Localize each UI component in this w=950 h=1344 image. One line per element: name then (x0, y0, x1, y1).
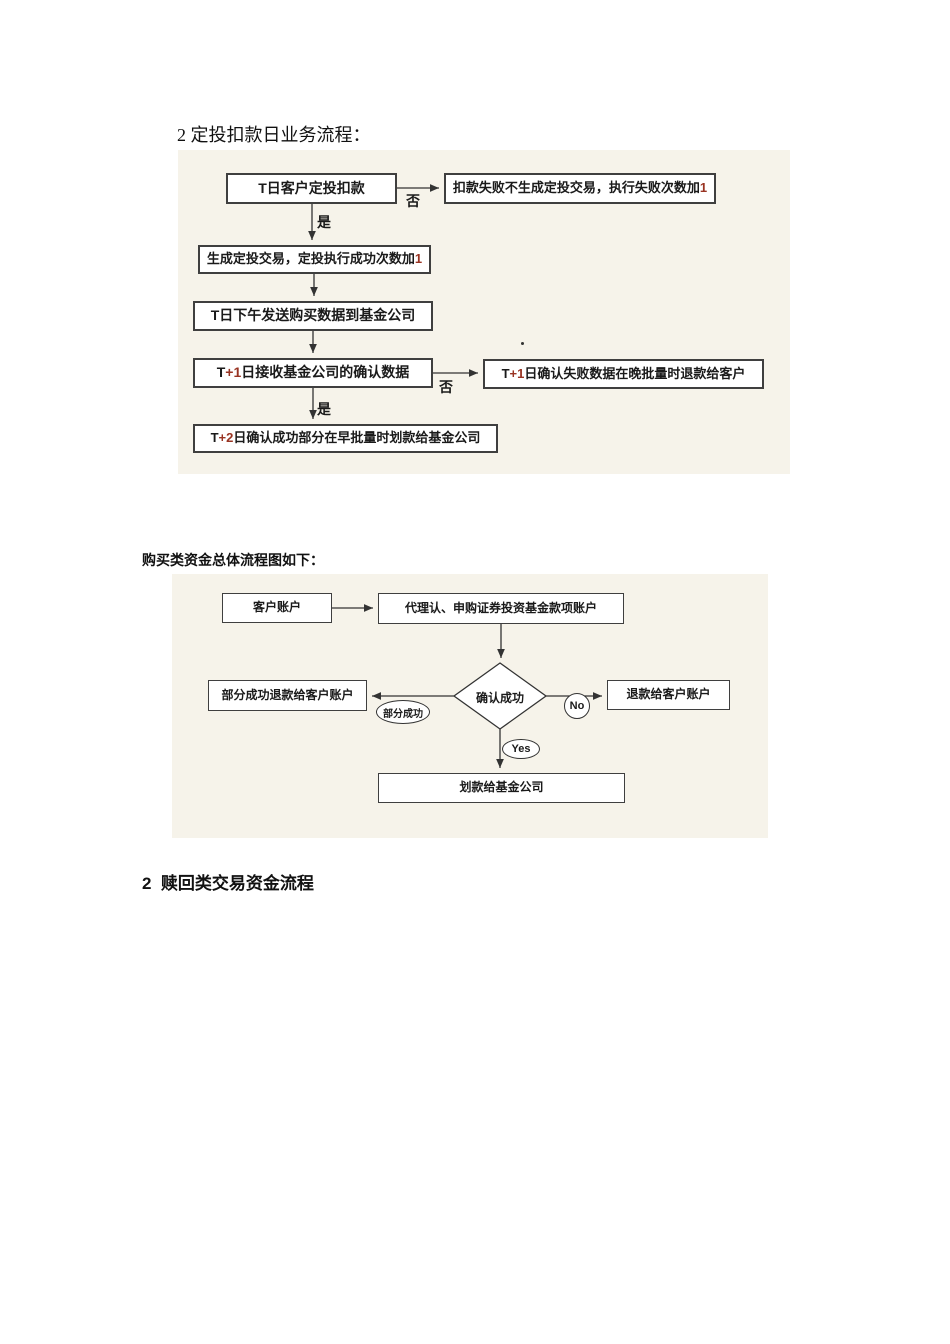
flow1-label-yes-2: 是 (317, 401, 331, 417)
flow2-box-partial-refund: 部分成功退款给客户账户 (208, 680, 367, 711)
flow1-box-deduct: T日客户定投扣款 (226, 173, 397, 204)
heading-dingtou-flow: 2 定投扣款日业务流程： (177, 125, 371, 145)
flow2-ellipse-no: No (564, 693, 590, 719)
confirm-success-diamond (452, 662, 548, 730)
flow2-box-agency-account: 代理认、申购证券投资基金款项账户 (378, 593, 624, 624)
flow2-diamond-label: 确认成功 (475, 691, 524, 705)
flow2-ellipse-yes: Yes (502, 739, 540, 759)
flow1-label-yes-1: 是 (317, 214, 331, 230)
stray-dot (521, 342, 524, 345)
flow2-connectors (332, 604, 602, 768)
flow2-ellipse-partial-success: 部分成功 (376, 700, 430, 724)
flow1-connectors (308, 184, 478, 419)
flow1-box-send: T日下午发送购买数据到基金公司 (193, 301, 433, 331)
flow1-label-no-1: 否 (406, 193, 420, 209)
flow2-box-transfer-to-fund: 划款给基金公司 (378, 773, 625, 803)
flow1-label-no-2: 否 (439, 379, 453, 395)
heading-redeem-funds-flow: 2 赎回类交易资金流程 (142, 874, 314, 893)
flow2-box-refund: 退款给客户账户 (607, 680, 730, 710)
heading-purchase-funds-flow: 购买类资金总体流程图如下： (142, 552, 324, 568)
flowchart-purchase-panel: 确认成功 部分成功 No Yes 客户账户 代理认、申购证券投资基金款项账户 部… (172, 574, 768, 838)
flow2-box-customer-account: 客户账户 (222, 593, 332, 623)
